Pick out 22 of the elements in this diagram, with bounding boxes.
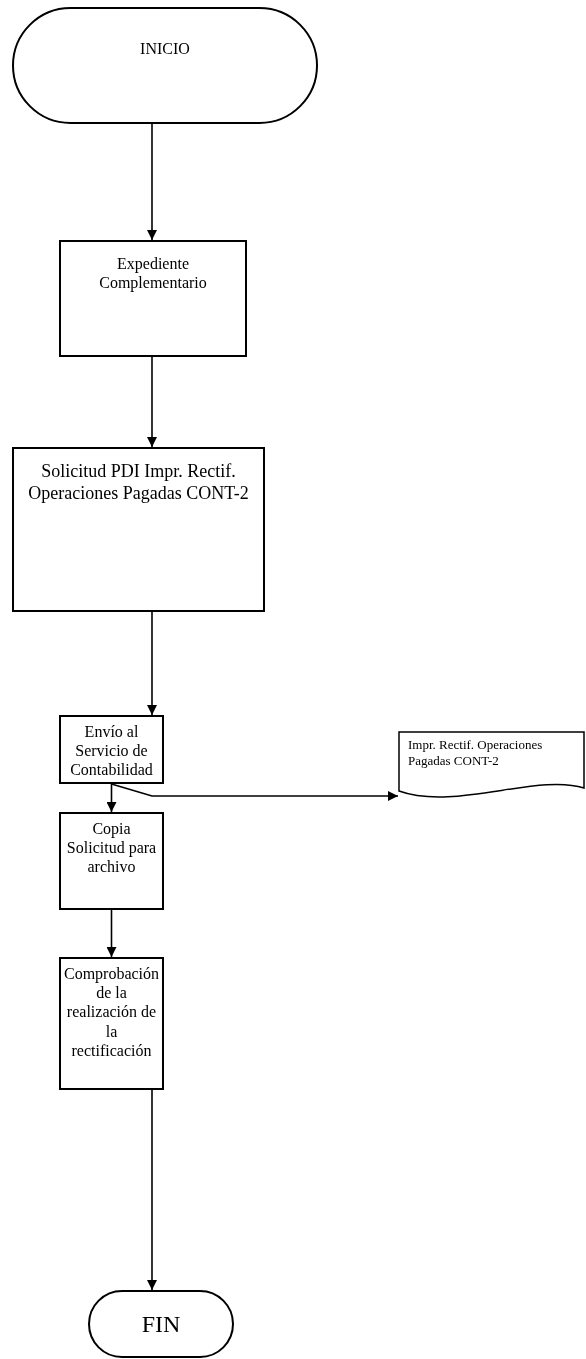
node-label: Copia Solicitud para archivo	[65, 819, 158, 877]
process-box	[59, 812, 164, 910]
node-label: Impr. Rectif. Operaciones Pagadas CONT-2	[408, 737, 544, 769]
process-box	[59, 715, 164, 784]
node-label: Comprobación de la realización de la rectificación	[63, 964, 160, 1060]
start-terminator	[12, 7, 318, 124]
node-label: Envío al Servicio de Contabilidad	[69, 722, 154, 780]
process-box	[59, 957, 164, 1090]
arrow	[106, 783, 117, 813]
arrow	[110, 783, 399, 801]
node-label: INICIO	[140, 39, 190, 59]
node-label: FIN	[141, 1310, 181, 1339]
process-box	[12, 447, 265, 612]
arrow	[147, 356, 157, 448]
end-terminator	[88, 1290, 234, 1358]
node-label: Solicitud PDI Impr. Rectif. Operaciones Pagadas CONT-2	[27, 461, 250, 505]
arrow	[147, 123, 157, 241]
arrow	[147, 1089, 157, 1291]
arrow	[106, 909, 117, 958]
node-label: Expediente Complementario	[98, 254, 208, 293]
process-box	[59, 240, 247, 357]
arrow	[147, 611, 157, 716]
